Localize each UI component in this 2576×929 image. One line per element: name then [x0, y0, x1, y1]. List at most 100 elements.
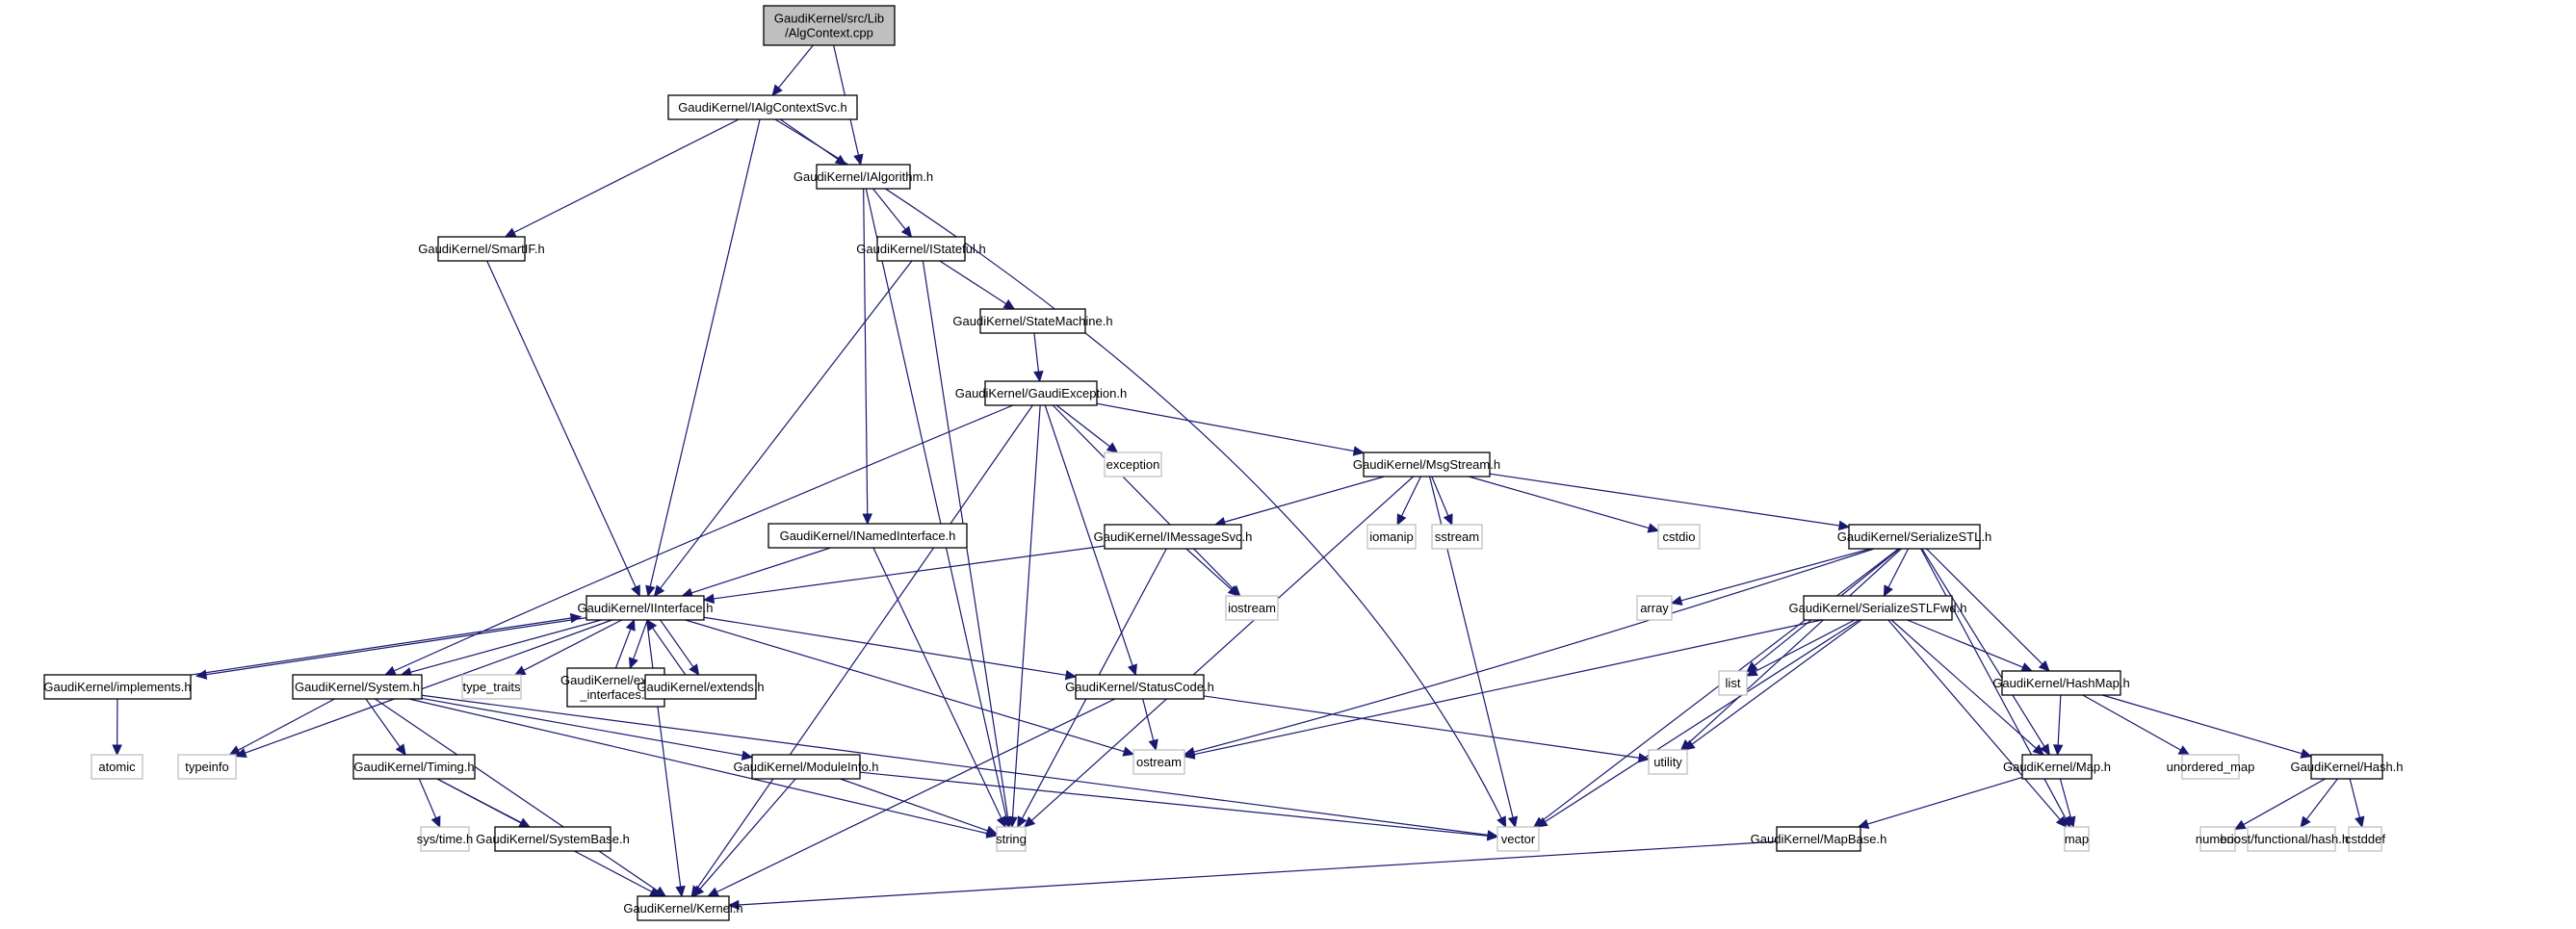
- node-IInterface[interactable]: GaudiKernel/IInterface.h: [578, 595, 714, 621]
- node-label: ostream: [1136, 755, 1182, 769]
- node-HashMap[interactable]: GaudiKernel/HashMap.h: [1992, 670, 2130, 696]
- arrowhead-icon: [625, 618, 636, 632]
- arrowhead-icon: [727, 899, 740, 911]
- edge-Map-to-map: [2059, 778, 2076, 829]
- arrowhead-icon: [2055, 815, 2068, 828]
- edges-layer: [112, 44, 2365, 911]
- arrowhead-icon: [1148, 738, 1158, 752]
- node-exception: exception: [1104, 452, 1162, 477]
- arrowhead-icon: [1106, 442, 1119, 453]
- arrowhead-icon: [653, 584, 665, 597]
- node-box: [1366, 524, 1417, 550]
- edge-line: [716, 698, 1116, 893]
- node-label: /AlgContext.cpp: [785, 26, 873, 40]
- edge-line: [1203, 695, 1640, 759]
- node-GaudiException[interactable]: GaudiKernel/GaudiException.h: [955, 380, 1128, 406]
- node-implements[interactable]: GaudiKernel/implements.h: [43, 674, 192, 700]
- edge-line: [1431, 476, 1449, 517]
- edge-line: [1921, 548, 2045, 747]
- node-ModuleInfo[interactable]: GaudiKernel/ModuleInfo.h: [733, 754, 879, 780]
- edge-line: [1055, 404, 1110, 448]
- node-System[interactable]: GaudiKernel/System.h: [292, 674, 423, 700]
- edge-SerializeSTL-to-HashMap: [1926, 548, 2050, 672]
- node-MapBase[interactable]: GaudiKernel/MapBase.h: [1751, 826, 1887, 852]
- node-extend_interfaces[interactable]: GaudiKernel/extend_interfaces.h: [560, 667, 671, 708]
- node-label: atomic: [98, 760, 136, 774]
- edge-Hash-to-cstddef: [2349, 778, 2365, 829]
- node-IStateful[interactable]: GaudiKernel/IStateful.h: [856, 236, 986, 262]
- node-Map[interactable]: GaudiKernel/Map.h: [2003, 754, 2111, 780]
- edge-SerializeSTLFwd-to-vector: [1535, 619, 1860, 828]
- node-label: GaudiKernel/System.h: [295, 680, 420, 694]
- arrowhead-icon: [195, 669, 208, 680]
- arrowhead-icon: [1064, 670, 1078, 681]
- node-IAlgContextSvc[interactable]: GaudiKernel/IAlgContextSvc.h: [667, 94, 858, 120]
- node-Timing[interactable]: GaudiKernel/Timing.h: [352, 754, 476, 780]
- edge-line: [774, 118, 1502, 819]
- arrowhead-icon: [900, 225, 913, 238]
- edge-line: [1052, 404, 1235, 590]
- arrowhead-icon: [2355, 815, 2365, 829]
- node-StateMachine[interactable]: GaudiKernel/StateMachine.h: [952, 308, 1113, 334]
- node-INamedInterface[interactable]: GaudiKernel/INamedInterface.h: [768, 523, 968, 549]
- node-IMessageSvc[interactable]: GaudiKernel/IMessageSvc.h: [1094, 524, 1253, 550]
- edge-line: [1224, 476, 1385, 523]
- arrowhead-icon: [569, 612, 583, 624]
- node-MsgStream[interactable]: GaudiKernel/MsgStream.h: [1353, 452, 1500, 477]
- arrowhead-icon: [504, 227, 517, 238]
- edge-line: [696, 404, 1033, 890]
- edge-line: [703, 616, 1067, 676]
- edge-line: [614, 629, 632, 669]
- node-label: GaudiKernel/Timing.h: [353, 760, 474, 774]
- arrowhead-icon: [1883, 584, 1893, 598]
- node-Kernel[interactable]: GaudiKernel/Kernel.h: [623, 895, 743, 921]
- node-root[interactable]: GaudiKernel/src/Lib/AlgContext.cpp: [763, 5, 896, 46]
- edge-SerializeSTLFwd-to-utility: [1683, 619, 1862, 751]
- edge-IInterface-to-type_traits: [513, 619, 622, 676]
- node-StatusCode[interactable]: GaudiKernel/StatusCode.h: [1065, 674, 1214, 700]
- node-box: [292, 674, 423, 700]
- arrowhead-icon: [2020, 662, 2034, 672]
- arrowhead-icon: [1683, 739, 1696, 751]
- node-label: GaudiKernel/implements.h: [43, 680, 191, 694]
- node-SystemBase[interactable]: GaudiKernel/SystemBase.h: [476, 826, 630, 852]
- node-SerializeSTLFwd[interactable]: GaudiKernel/SerializeSTLFwd.h: [1789, 595, 1967, 621]
- edge-Timing-to-sys_time: [418, 778, 441, 829]
- edge-StatusCode-to-Kernel: [707, 698, 1116, 897]
- arrowhead-icon: [1837, 520, 1851, 531]
- edge-line: [1044, 404, 1133, 666]
- node-box: [1104, 452, 1162, 477]
- edge-SerializeSTLFwd-to-Map: [1890, 619, 2044, 756]
- node-extends[interactable]: GaudiKernel/extends.h: [637, 674, 765, 700]
- edge-line: [939, 260, 1007, 305]
- node-IAlgorithm[interactable]: GaudiKernel/IAlgorithm.h: [794, 164, 933, 190]
- node-label: GaudiKernel/IMessageSvc.h: [1094, 529, 1253, 544]
- node-SmartIF[interactable]: GaudiKernel/SmartIF.h: [418, 236, 545, 262]
- edge-line: [2059, 778, 2072, 818]
- node-label: iomanip: [1369, 529, 1414, 544]
- arrowhead-icon: [707, 887, 720, 897]
- edge-Map-to-MapBase: [1857, 776, 2023, 830]
- node-label: GaudiKernel/SerializeSTLFwd.h: [1789, 601, 1967, 615]
- node-box: [1657, 524, 1701, 550]
- edge-line: [1469, 476, 1650, 529]
- node-box: [437, 236, 526, 262]
- arrowhead-icon: [862, 513, 872, 526]
- edge-INamedInterface-to-IInterface: [681, 547, 831, 598]
- arrowhead-icon: [513, 665, 527, 676]
- node-box: [1803, 595, 1953, 621]
- arrowhead-icon: [646, 619, 658, 632]
- edge-line: [777, 44, 814, 89]
- node-SerializeSTL[interactable]: GaudiKernel/SerializeSTL.h: [1837, 524, 1991, 550]
- edge-line: [645, 619, 682, 888]
- arrowhead-icon: [1443, 513, 1453, 527]
- edge-line: [421, 694, 1489, 836]
- arrowhead-icon: [1745, 666, 1758, 677]
- node-Hash[interactable]: GaudiKernel/Hash.h: [2290, 754, 2404, 780]
- node-label: GaudiKernel/SmartIF.h: [418, 242, 545, 256]
- edge-IInterface-to-Kernel: [645, 619, 686, 898]
- edge-Hash-to-boost_hash: [2300, 778, 2338, 828]
- edge-line: [1011, 404, 1041, 818]
- node-label: GaudiKernel/HashMap.h: [1992, 676, 2129, 690]
- edge-line: [1142, 698, 1155, 741]
